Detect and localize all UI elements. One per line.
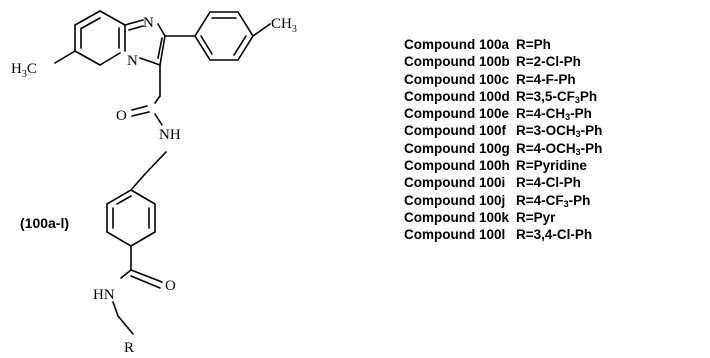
compound-name: Compound 100l: [404, 227, 506, 243]
compound-row: Compound 100k R=Pyr: [404, 209, 602, 226]
pyridine-ring: [54, 10, 126, 66]
compound-name: Compound 100a: [404, 37, 510, 52]
carbonyl-oxygen-1-label: O: [116, 108, 127, 124]
compound-row: Compound 100h R=Pyridine: [404, 157, 602, 174]
r-substituent: R=Pyr: [516, 210, 555, 225]
subscript: 3: [565, 112, 571, 123]
compound-name: Compound 100h: [404, 158, 510, 174]
compound-name: Compound 100j: [404, 192, 506, 208]
r-substituent: R=4-CH3-Ph: [516, 106, 592, 123]
r-substituent: R=4-Cl-Ph: [516, 175, 581, 190]
subscript: 3: [574, 94, 580, 105]
compound-name: Compound 100k: [404, 209, 510, 225]
methyl-left-label: H3C: [11, 61, 37, 80]
r-substituent: R=Ph: [516, 37, 551, 52]
carbonyl-oxygen-2-label: O: [165, 278, 176, 294]
subscript: 3: [575, 146, 581, 157]
tolyl-ring: [164, 11, 271, 61]
substituent-text: R=3,4-Cl-Ph: [516, 227, 593, 243]
substituent-text: R=Pyridine: [516, 158, 587, 174]
substituent-text: R=3-OCH: [516, 123, 576, 139]
substituent-text: R=2-Cl-Ph: [516, 54, 581, 70]
chemical-structure: N N H3C CH3 O NH O HN R (100a-l): [11, 10, 297, 356]
benzene-ring: [106, 189, 156, 247]
substituent-text: R=4-F-Ph: [516, 71, 576, 87]
subscript: 3: [575, 129, 581, 140]
compound-row: Compound 100e R=4-CH3-Ph: [404, 105, 602, 122]
series-label: (100a-l): [20, 215, 69, 231]
substituent-text: -Ph: [570, 106, 592, 122]
compound-row: Compound 100b R=2-Cl-Ph: [404, 53, 602, 70]
compound-row: Compound 100d R=3,5-CF3Ph: [404, 88, 602, 105]
compound-row: Compound 100f R=3-OCH3-Ph: [404, 122, 602, 139]
r-substituent: R=2-Cl-Ph: [516, 54, 581, 69]
compound-row: Compound 100g R=4-OCH3-Ph: [404, 140, 602, 157]
compound-name: Compound 100b: [404, 54, 510, 70]
substituent-text: Ph: [579, 88, 598, 104]
substituent-text: R=4-Cl-Ph: [516, 175, 581, 191]
substituent-text: -Ph: [568, 192, 591, 208]
compound-name: Compound 100i: [404, 175, 506, 191]
r-substituent: R=3,5-CF3Ph: [516, 88, 598, 105]
bridgehead-nitrogen-label: N: [127, 53, 138, 69]
compound-name: Compound 100g: [404, 140, 510, 156]
compound-name: Compound 100f: [404, 123, 507, 139]
compound-row: Compound 100a R=Ph: [404, 36, 602, 53]
substituent-text: R=4-OCH: [516, 140, 576, 156]
substituent-text: R=Pyr: [516, 209, 556, 225]
compound-row: Compound 100i R=4-Cl-Ph: [404, 174, 602, 191]
substituent-text: R=4-CF: [516, 192, 564, 208]
substituent-text: -Ph: [580, 123, 603, 139]
r-substituent: R=3-OCH3-Ph: [516, 123, 603, 140]
subscript: 3: [563, 198, 569, 209]
r-group-label: R: [124, 340, 134, 356]
r-substituent: R=Pyridine: [516, 158, 587, 173]
r-substituent: R=4-CF3-Ph: [516, 192, 591, 209]
linker-chain: [130, 64, 167, 191]
substituent-text: R=4-CH: [516, 106, 566, 122]
substituent-text: R=Ph: [516, 37, 551, 52]
compound-row: Compound 100l R=3,4-Cl-Ph: [404, 226, 602, 243]
methyl-right-label: CH3: [271, 16, 297, 35]
compound-row: Compound 100c R=4-F-Ph: [404, 71, 602, 88]
r-substituent: R=4-OCH3-Ph: [516, 140, 603, 157]
compound-name: Compound 100c: [404, 71, 510, 87]
compound-name: Compound 100e: [404, 106, 510, 122]
substituent-text: -Ph: [580, 140, 603, 156]
benzamide-chain: [112, 245, 163, 335]
substituent-text: R=3,5-CF: [516, 88, 575, 104]
compound-name: Compound 100d: [404, 88, 510, 104]
r-substituent: R=3,4-Cl-Ph: [516, 227, 592, 242]
compound-row: Compound 100j R=4-CF3-Ph: [404, 192, 602, 209]
r-substituent: R=4-F-Ph: [516, 72, 576, 87]
imine-nitrogen-label: N: [143, 15, 154, 31]
amide-nh-1-label: NH: [159, 127, 181, 143]
imidazole-ring: [124, 19, 166, 66]
amide-nh-2-label: HN: [93, 287, 115, 303]
